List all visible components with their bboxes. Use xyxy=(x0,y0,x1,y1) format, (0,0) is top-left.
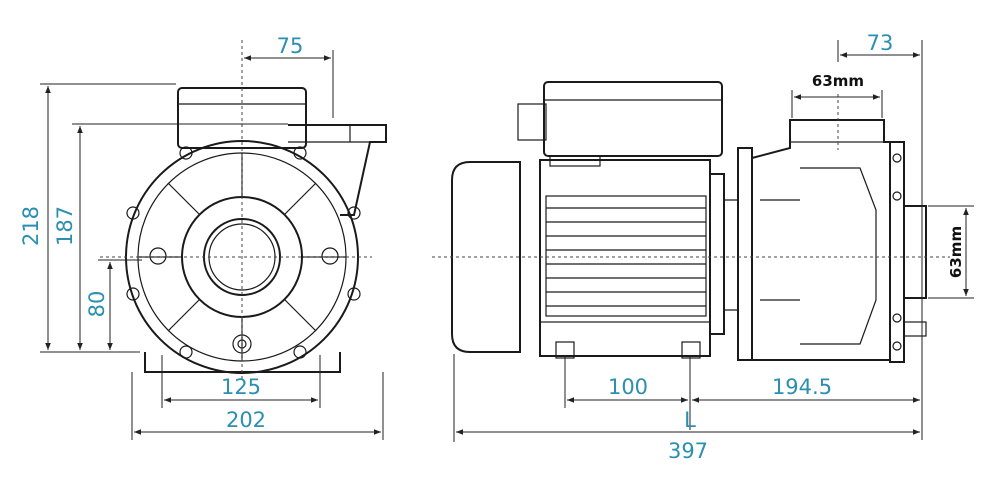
side-end-cap xyxy=(451,161,521,353)
front-bolts xyxy=(126,146,361,359)
side-pump-housing xyxy=(751,119,891,361)
dim-397-label: 397 xyxy=(668,439,708,463)
dim-187-label: 187 xyxy=(53,206,77,246)
dim-63mm-top-label: 63mm xyxy=(812,72,864,90)
dim-218-label: 218 xyxy=(19,206,43,246)
side-motor-body xyxy=(539,159,711,357)
side-discharge-port xyxy=(789,119,885,143)
dim-194-5-label: 194.5 xyxy=(772,375,832,399)
side-terminal-box xyxy=(543,81,723,157)
side-cable-gland xyxy=(517,103,547,141)
dim-125-label: 125 xyxy=(221,375,261,399)
side-cooling-fins xyxy=(545,195,707,317)
front-view: 75 218 187 80 125 202 xyxy=(19,34,387,440)
dim-73-label: 73 xyxy=(867,31,894,55)
side-front-plate xyxy=(889,141,905,363)
dim-L-label: L xyxy=(684,408,696,432)
dim-63mm-side-label: 63mm xyxy=(947,226,965,278)
side-coupling-flange xyxy=(709,173,725,335)
dim-202-label: 202 xyxy=(226,408,266,432)
side-view: 73 63mm 63mm 100 194.5 L 397 xyxy=(432,31,974,463)
side-inlet-port xyxy=(903,205,927,299)
dim-75-label: 75 xyxy=(277,34,304,58)
dim-100-label: 100 xyxy=(608,375,648,399)
side-pump-flange xyxy=(737,147,753,361)
front-discharge-pipe xyxy=(288,124,387,216)
dim-80-label: 80 xyxy=(85,291,109,318)
